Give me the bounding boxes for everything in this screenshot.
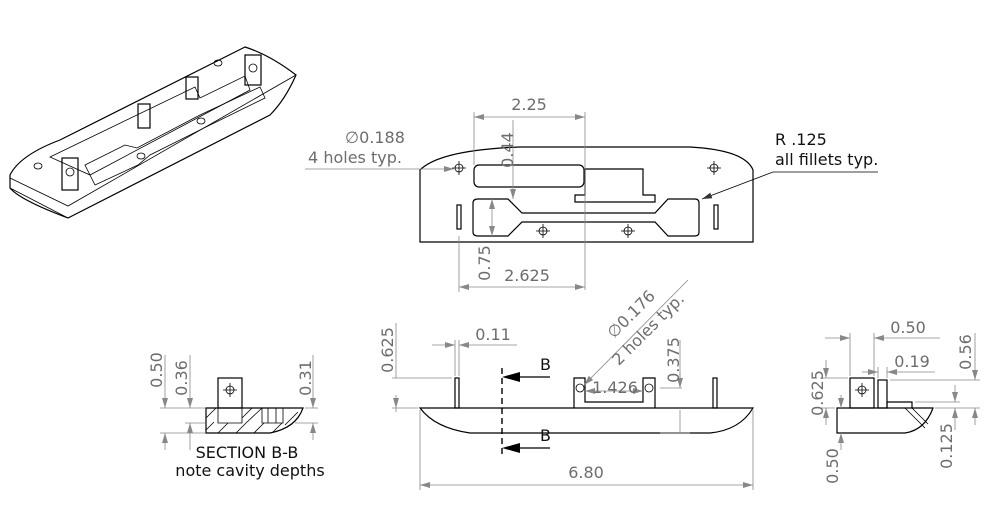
isometric-view [9, 46, 297, 219]
side-view: 0.50 0.19 0.56 0.625 0.50 0.125 [808, 318, 980, 484]
dim-0-11: 0.11 [475, 325, 511, 344]
dim-6-80: 6.80 [568, 463, 604, 482]
dim-2-25: 2.25 [511, 95, 547, 114]
top-view: 2.25 0.44 0.75 2.625 ∅0.188 4 holes typ.… [305, 95, 878, 292]
dim-0-625: 0.625 [378, 327, 397, 373]
dim-side-0-50-bottom: 0.50 [823, 448, 842, 484]
front-view: B B 0.625 0.11 0.375 1.426 6.80 ∅0.176 2… [378, 279, 755, 490]
dim-side-0-56: 0.56 [956, 334, 975, 370]
hole-dia-0-188: ∅0.188 [345, 128, 405, 147]
section-title: SECTION B-B [196, 443, 299, 462]
section-b-b: 0.50 0.36 0.31 SECTION B-B note cavity d… [147, 352, 325, 480]
dim-0-375: 0.375 [664, 337, 683, 383]
dim-2-625: 2.625 [504, 266, 550, 285]
section-note: note cavity depths [175, 461, 324, 480]
dim-0-75: 0.75 [475, 245, 494, 281]
dim-section-0-50: 0.50 [147, 352, 166, 388]
section-label-bottom: B [540, 426, 551, 445]
dim-0-44: 0.44 [498, 132, 517, 168]
dim-1-426: 1.426 [592, 378, 638, 397]
dim-side-0-50-top: 0.50 [890, 318, 926, 337]
dim-side-0-125: 0.125 [937, 423, 956, 469]
hole-marks [452, 161, 721, 238]
dim-section-0-36: 0.36 [172, 360, 191, 396]
section-label-top: B [540, 355, 551, 374]
hole-note-4-holes: 4 holes typ. [308, 148, 402, 167]
dim-side-0-625: 0.625 [808, 370, 827, 416]
fillet-radius: R .125 [775, 130, 827, 149]
dim-side-0-19: 0.19 [894, 352, 930, 371]
dim-section-0-31: 0.31 [296, 360, 315, 396]
fillet-note: all fillets typ. [775, 150, 878, 169]
